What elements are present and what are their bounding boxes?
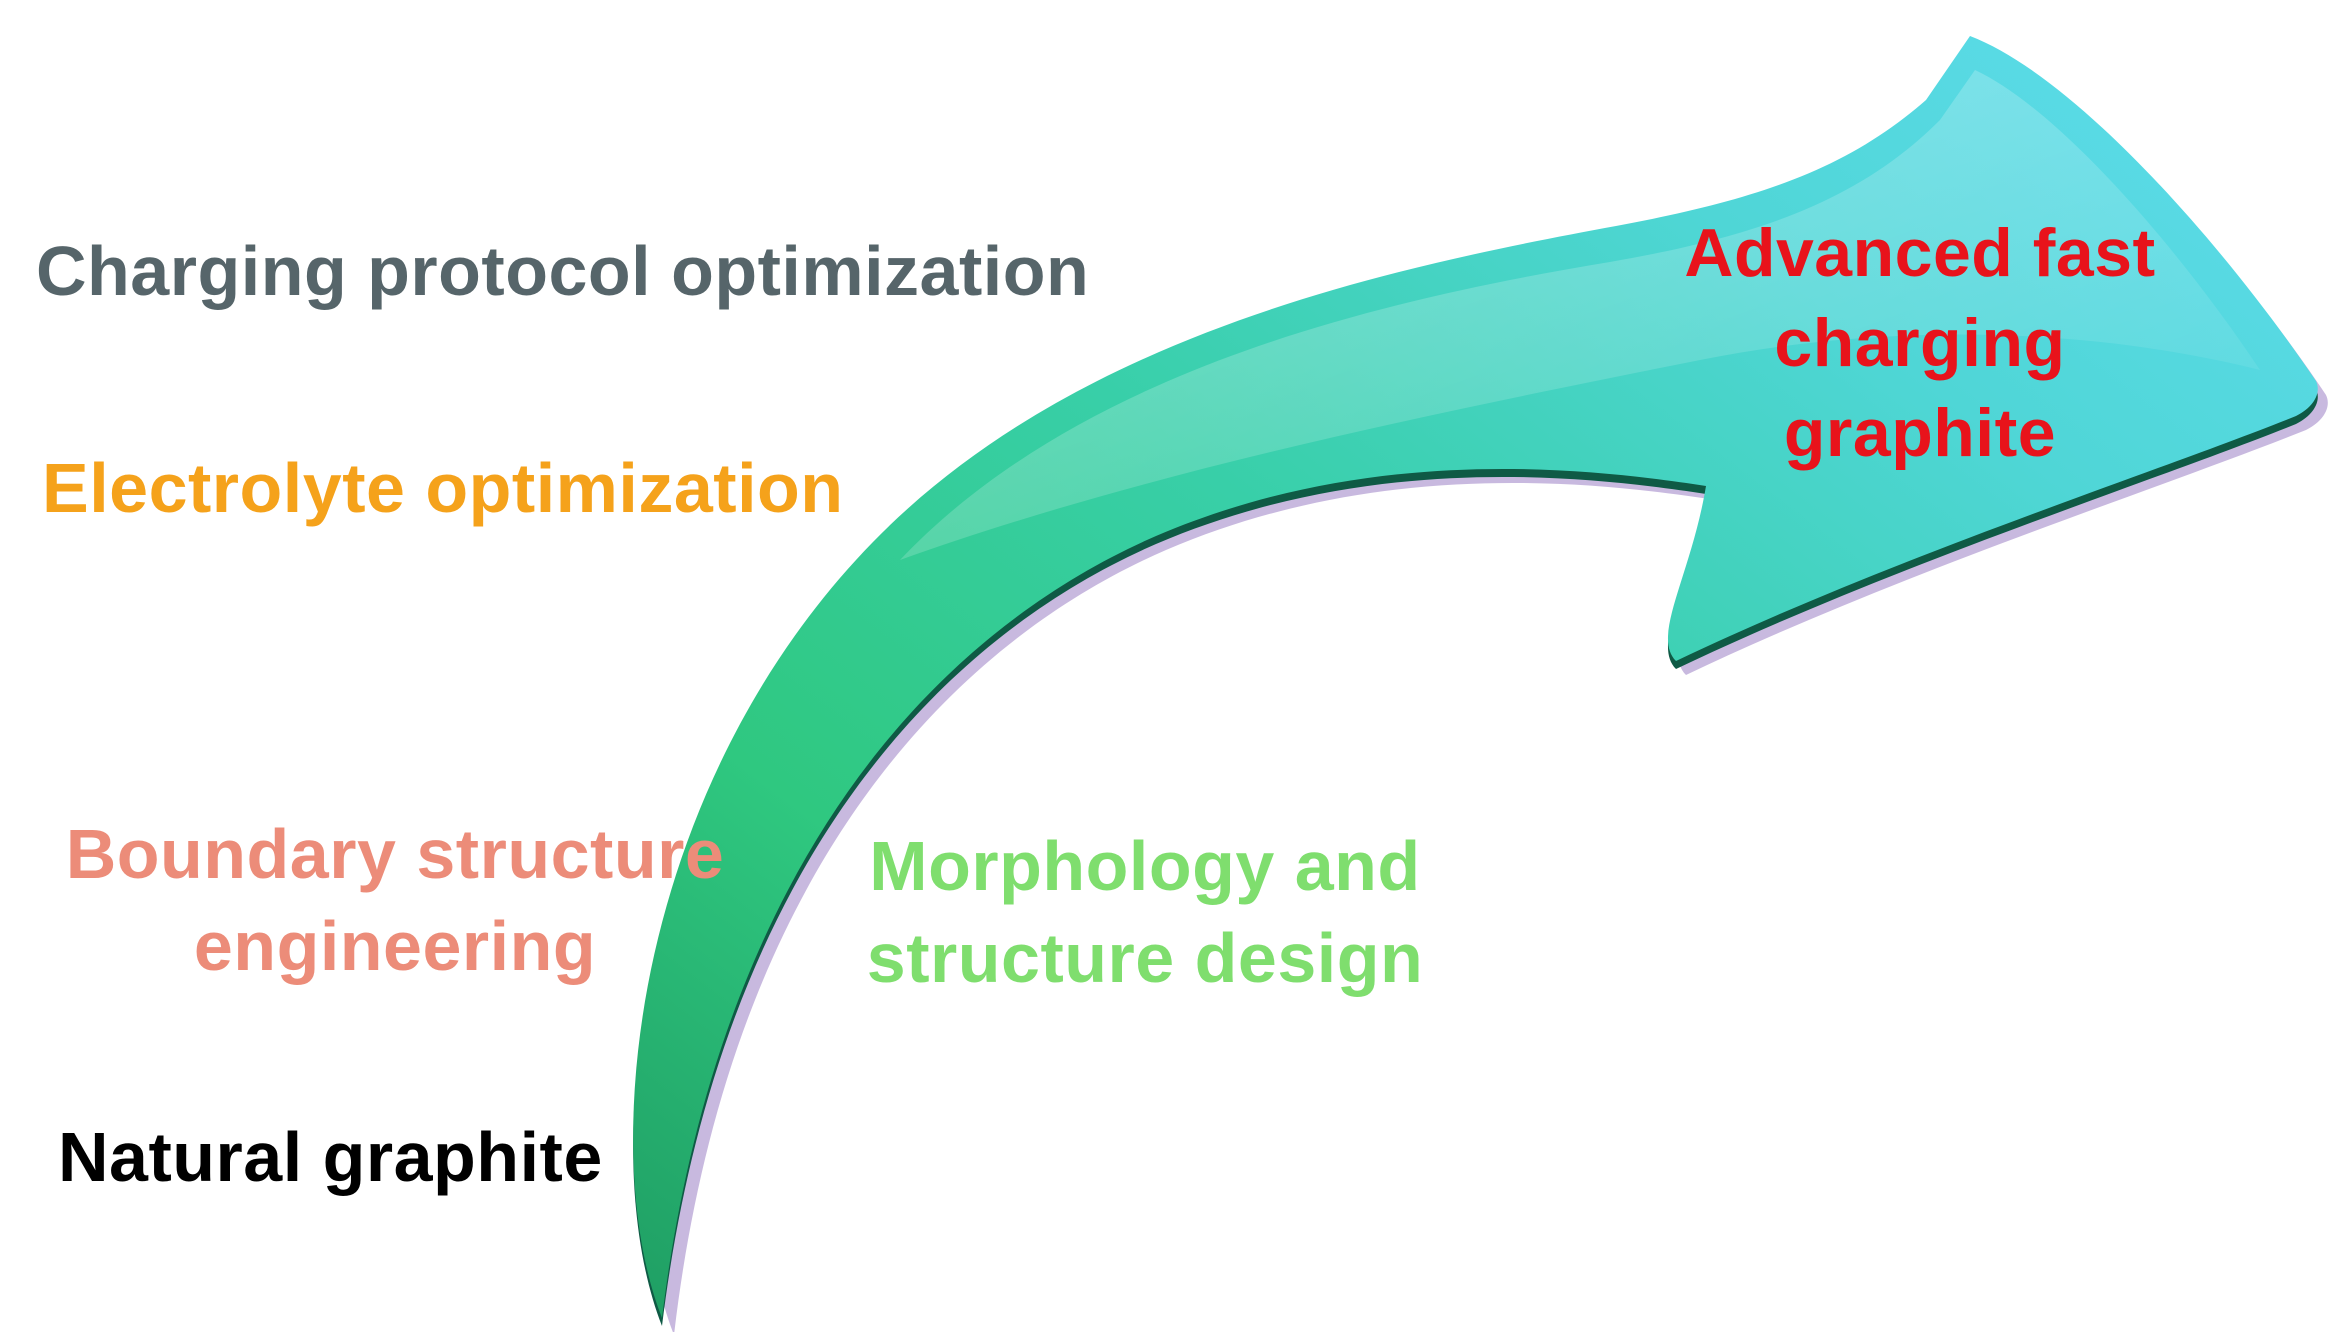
arrow-sheen [900,70,2260,560]
morphology-label: Morphology and structure design [840,820,1450,1004]
advanced-line-3: graphite [1783,395,2057,471]
natural-graphite-label: Natural graphite [58,1118,603,1196]
arrow-body [633,36,2318,1318]
boundary-line-2: engineering [193,907,597,985]
advanced-graphite-label: Advanced fast charging graphite [1640,208,2200,478]
morphology-line-1: Morphology and [869,827,1421,905]
advanced-line-1: Advanced fast [1684,215,2156,291]
electrolyte-label: Electrolyte optimization [42,449,844,527]
morphology-line-2: structure design [866,919,1424,997]
advanced-line-2: charging [1774,305,2066,381]
charging-protocol-label: Charging protocol optimization [36,232,1090,310]
boundary-structure-label: Boundary structure engineering [40,808,750,992]
boundary-line-1: Boundary structure [65,815,725,893]
